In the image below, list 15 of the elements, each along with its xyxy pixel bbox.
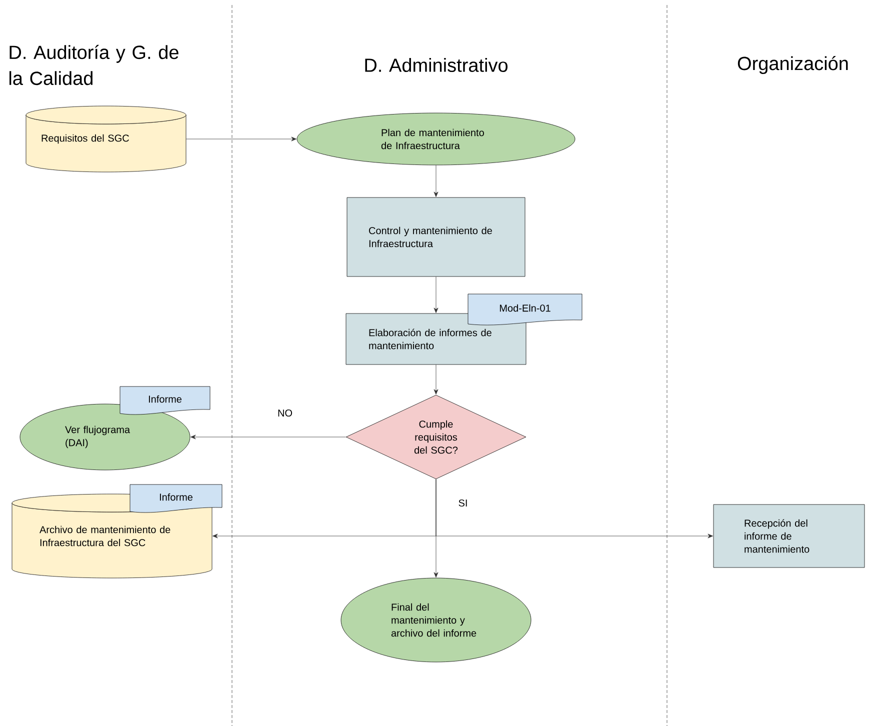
lane-heading: D. Auditoría y G. de la Calidad: [9, 44, 178, 86]
edge-label: SI: [457, 498, 469, 508]
arrow: [186, 136, 296, 142]
process-box: Control y mantenimiento de Infraestructura: [346, 197, 526, 277]
arrow: [434, 165, 438, 197]
arrow: [434, 364, 438, 394]
lane-heading: Organización: [738, 56, 848, 74]
arrow: [434, 276, 438, 313]
process-box: Recepción del informe de mantenimiento: [713, 504, 865, 568]
arrow: [190, 434, 346, 440]
edge-label: NO: [276, 408, 294, 418]
process-box: Elaboración de informes de mantenimiento: [346, 313, 526, 365]
arrow: [434, 479, 438, 578]
lane-heading: D. Administrativo: [365, 58, 508, 72]
database-cylinder: Requisitos del SGC: [26, 106, 186, 172]
